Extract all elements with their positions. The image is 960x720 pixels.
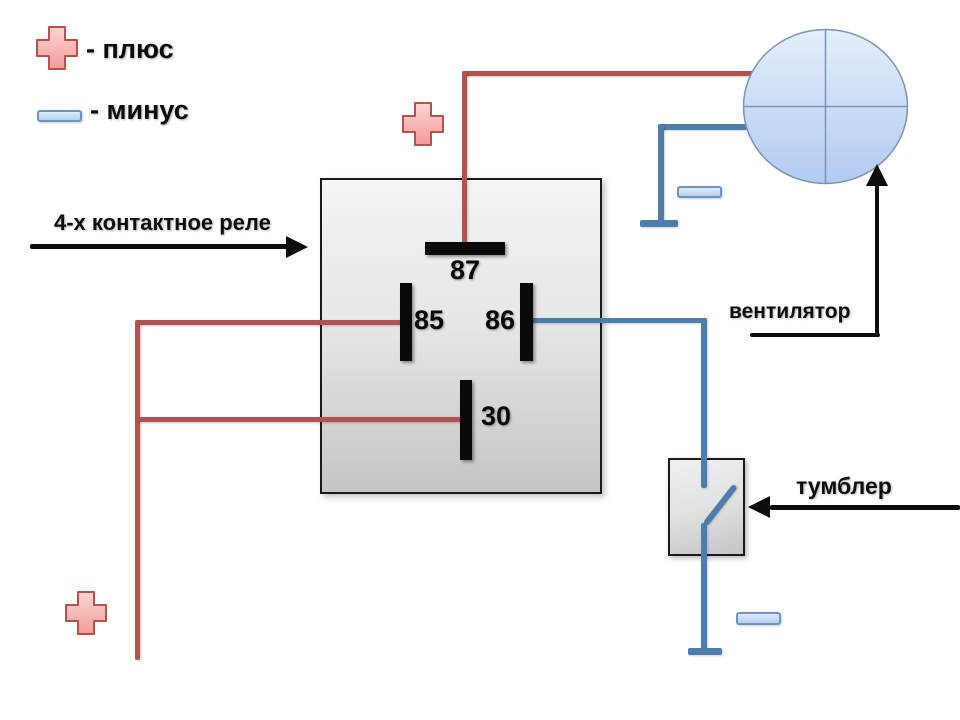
minus-icon-fan: [677, 186, 722, 198]
pin-87-label: 87: [449, 255, 481, 285]
legend-minus-label: - минус: [90, 95, 189, 125]
wire-pin86-to-switch: [531, 318, 706, 323]
relay-label: 4-х контактное реле: [54, 210, 271, 235]
wire-fan-minus-horizontal: [660, 124, 747, 130]
switch-arrow-shaft: [770, 505, 960, 510]
wire-fan-minus-drop: [658, 124, 664, 225]
fan-arrow-underline: [750, 333, 880, 337]
fan-arrow-up-icon: [866, 164, 888, 186]
minus-icon-switch: [736, 612, 781, 625]
pin-86-contact: [520, 283, 533, 361]
minus-icon-legend: [37, 110, 82, 122]
wire-plus-to-fan: [462, 71, 753, 76]
pin-85-contact: [400, 283, 412, 361]
wire-switch-drop: [701, 318, 707, 488]
legend-plus-label: - плюс: [86, 34, 174, 64]
relay-arrow-shaft: [30, 244, 288, 249]
pin-85-label: 85: [414, 305, 445, 335]
wire-switch-to-ground: [701, 523, 707, 652]
minus-terminal-switch: [688, 648, 722, 655]
wire-plus-to-pin30: [137, 417, 465, 422]
wire-plus-to-pin87: [462, 71, 467, 250]
fan-icon: [742, 28, 909, 185]
plus-icon-supply-bottom: [65, 591, 107, 635]
pin-30-label: 30: [481, 401, 512, 431]
relay-arrow-right-icon: [286, 236, 308, 258]
pin-86-label: 86: [484, 305, 515, 335]
switch-arrow-left-icon: [748, 496, 770, 518]
pin-87-contact: [425, 242, 505, 255]
plus-icon-legend: [36, 26, 78, 70]
switch-label: тумблер: [796, 473, 892, 499]
fan-label: вентилятор: [729, 300, 851, 323]
wire-plus-to-pin85: [137, 320, 404, 325]
minus-terminal-fan: [640, 220, 678, 227]
wire-plus-trunk: [135, 320, 140, 660]
plus-icon-supply-top: [402, 102, 444, 146]
pin-30-contact: [460, 380, 472, 460]
fan-arrow-shaft: [875, 185, 879, 337]
